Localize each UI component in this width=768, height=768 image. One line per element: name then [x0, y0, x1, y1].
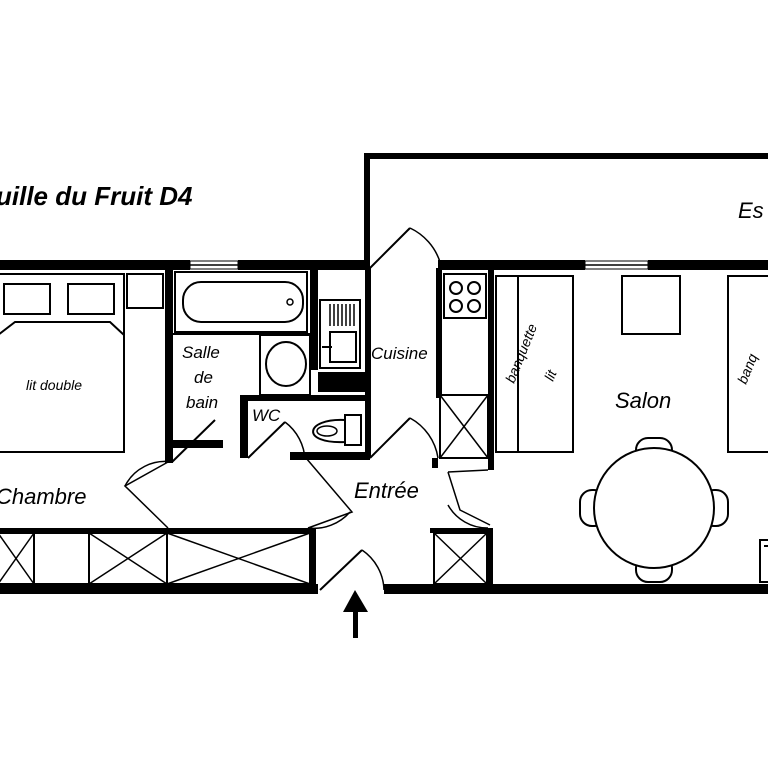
sink-icon	[319, 299, 361, 369]
double-bed-label: lit double	[26, 377, 82, 393]
wc-label: WC	[252, 406, 281, 425]
windows	[189, 260, 649, 270]
door-swing-icon	[123, 227, 491, 591]
dining-table	[579, 437, 729, 583]
bedroom-furniture	[0, 273, 164, 453]
bathtub-icon	[174, 271, 308, 333]
balcony-label: Es	[738, 198, 764, 223]
bathroom-label-2: de	[194, 368, 213, 387]
hob-icon	[443, 273, 487, 319]
storage-units	[0, 394, 489, 585]
bedroom-label: Chambre	[0, 484, 86, 509]
entrance-label: Entrée	[354, 478, 419, 503]
toilet-icon	[312, 414, 362, 446]
washbasin-icon	[259, 334, 311, 396]
entry-arrow-icon	[343, 590, 368, 638]
tv-unit	[621, 275, 681, 335]
side-cabinet	[759, 539, 768, 583]
bathroom-label-1: Salle	[182, 343, 220, 362]
bathroom-label-3: bain	[186, 393, 218, 412]
walls	[0, 153, 768, 594]
living-label: Salon	[615, 388, 671, 413]
sofa-bed-2	[727, 275, 768, 453]
sofa-bed	[495, 275, 574, 453]
kitchen-label: Cuisine	[371, 344, 428, 363]
plan-title: uille du Fruit D4	[0, 181, 193, 211]
